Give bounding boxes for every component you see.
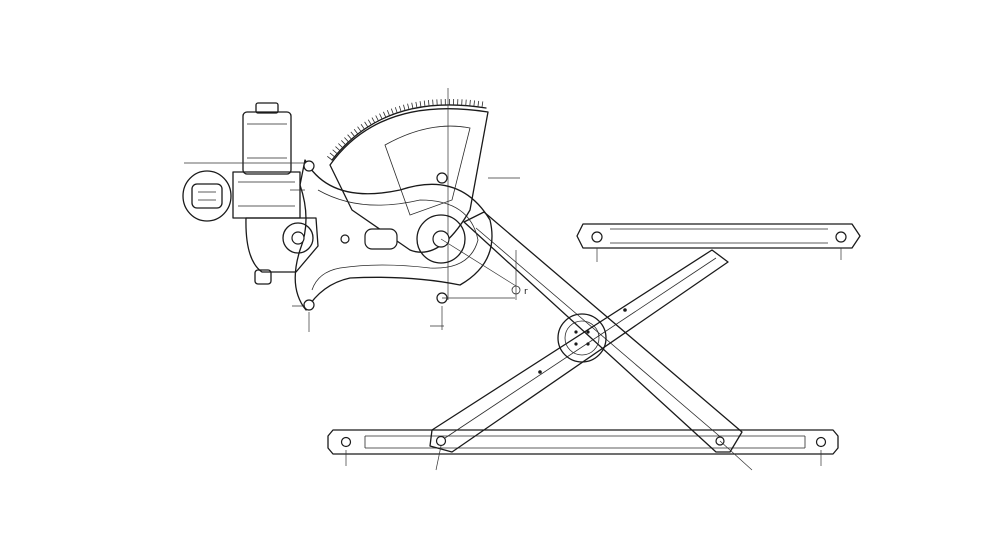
center-pivot-hub [557,313,607,363]
gear-tooth [364,121,369,128]
electrical-connector [182,170,232,222]
sector-gear [329,88,520,300]
gear-tooth [335,146,341,151]
bracket-slot [364,228,398,250]
bracket-small-hole [340,234,350,244]
gear-tooth [371,117,376,123]
callout-label: r [524,287,528,297]
gear-tooth [341,140,346,146]
motor-body [242,111,292,175]
gear-tooth [375,115,379,122]
gear-tooth [353,129,359,135]
motor-assembly [182,102,319,285]
gear-tooth [386,110,390,116]
gearbox-housing [232,171,301,219]
gear-tooth [411,102,414,109]
gear-tooth [350,131,355,137]
gear-tooth [419,101,422,108]
gear-tooth [398,105,402,112]
gear-tooth [394,107,398,114]
mount-hole-upper-center [436,172,448,184]
gear-tooth [338,143,343,148]
gear-tooth [347,134,352,140]
gear-tooth [332,149,338,154]
main-bracket: r [292,159,528,332]
glass-carrier-bar [576,223,861,262]
carrier-hole-left [591,231,603,243]
carrier-hole-right [835,231,847,243]
callout-circle [511,285,521,295]
gear-tooth [357,126,362,132]
gear-tooth [390,108,394,115]
mount-hole-lower-left [303,299,315,311]
bracket-boss [416,214,466,264]
gear-tooth [481,101,484,108]
gear-tooth [360,124,365,130]
gear-tooth [407,103,410,110]
bottom-guide-rail [327,429,839,466]
gear-tooth [379,113,383,120]
gear-tooth [415,101,418,108]
scissor-arm-lift [463,211,753,471]
arm-b-pivot [435,435,447,447]
gear-tooth [367,119,372,126]
gear-tooth [327,155,333,161]
gear-tooth [423,100,426,107]
rail-mount-hole-left [340,436,352,448]
gear-tooth [383,111,387,118]
gear-tooth [344,137,349,143]
scissor-arm-cross [429,249,729,471]
gear-tooth [469,99,471,106]
gear-tooth [403,104,406,111]
gear-tooth [329,152,335,158]
rail-mount-hole-right [815,436,827,448]
drive-pinion [282,222,314,254]
mount-hole-upper-left [303,160,315,172]
gear-tooth [477,100,480,107]
gear-tooth [473,100,475,107]
gear-tooth [428,100,430,107]
